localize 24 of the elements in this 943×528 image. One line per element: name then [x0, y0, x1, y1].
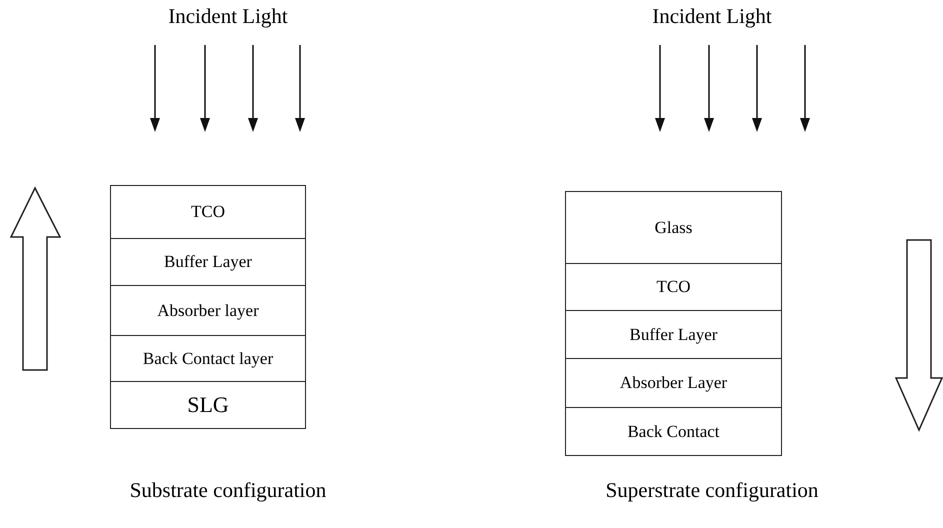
incident-light-label: Incident Light — [652, 4, 772, 29]
layer-box — [565, 407, 782, 456]
incident-light-label: Incident Light — [168, 4, 288, 29]
layer-label: Absorber layer — [157, 300, 259, 320]
caption: Superstrate configuration — [606, 478, 818, 503]
layer-box — [565, 310, 782, 359]
layer-label: Buffer Layer — [164, 252, 252, 272]
layer-label: Absorber Layer — [620, 373, 728, 393]
layer-label: Glass — [654, 218, 692, 238]
layer-label: TCO — [656, 277, 690, 297]
layer-box — [110, 381, 306, 429]
layer-box — [565, 191, 782, 264]
layer-label: SLG — [187, 392, 229, 418]
caption: Substrate configuration — [130, 478, 326, 503]
layer-box — [110, 335, 306, 382]
layer-label: TCO — [191, 202, 225, 222]
layer-box — [565, 263, 782, 311]
layer-box — [110, 238, 306, 286]
layer-box — [110, 285, 306, 336]
layer-label: Back Contact — [627, 422, 720, 442]
layer-label: Back Contact layer — [142, 348, 274, 368]
layer-box — [110, 185, 306, 239]
layer-box — [565, 358, 782, 408]
layer-label: Buffer Layer — [630, 324, 718, 344]
